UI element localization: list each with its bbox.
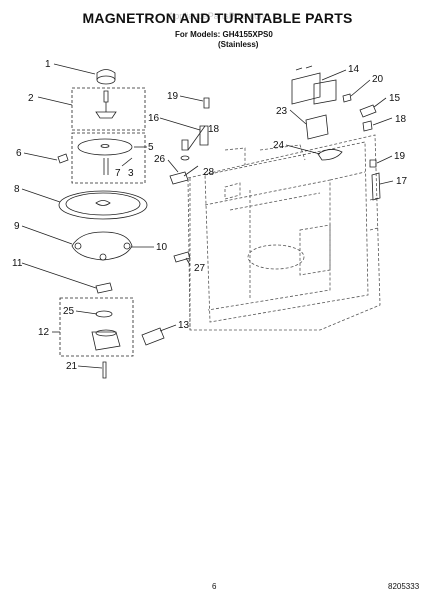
callout-25: 25 xyxy=(63,306,75,317)
callout-18-right: 18 xyxy=(395,114,407,125)
callout-23: 23 xyxy=(276,106,288,117)
part-24-blade xyxy=(317,149,343,161)
part-9-roller-ring xyxy=(71,231,133,261)
part-8-glass-tray xyxy=(58,190,148,220)
part-21-screw xyxy=(102,361,107,379)
callout-19-left: 19 xyxy=(167,91,179,102)
part-27-clip xyxy=(173,251,191,263)
group-box-magnetron xyxy=(71,87,146,131)
part-14-magnetron xyxy=(291,65,337,105)
callout-6: 6 xyxy=(16,148,22,159)
callout-12: 12 xyxy=(38,327,50,338)
part-26-clip xyxy=(169,171,189,185)
callout-11: 11 xyxy=(12,258,23,269)
callout-1: 1 xyxy=(45,59,51,70)
callout-18-left: 18 xyxy=(208,124,220,135)
leader-lines xyxy=(21,63,394,369)
page-title: MAGNETRON AND TURNTABLE PARTS xyxy=(82,10,353,26)
part-19-screw-top xyxy=(203,97,210,109)
part-18-screw xyxy=(181,139,189,151)
callout-26: 26 xyxy=(154,154,166,165)
watermark-text: AppliancePartsPros.com xyxy=(168,11,267,21)
microwave-cabinet-outline xyxy=(187,134,381,331)
part-11-coupler xyxy=(95,282,113,294)
part-16-bracket xyxy=(199,125,209,146)
callout-27: 27 xyxy=(194,263,206,274)
group-box-turntable-support xyxy=(71,132,146,184)
callout-labels: 1 2 3 5 6 7 8 9 10 11 12 13 14 15 16 17 … xyxy=(12,59,408,372)
callout-19-right: 19 xyxy=(394,151,406,162)
callout-8: 8 xyxy=(14,184,20,195)
part-17-bracket xyxy=(371,172,381,201)
part-6-clip xyxy=(57,153,69,164)
callout-20: 20 xyxy=(372,74,384,85)
callout-17: 17 xyxy=(396,176,408,187)
models-line: For Models: GH4155XPS0 xyxy=(175,30,273,39)
callout-28: 28 xyxy=(203,167,215,178)
callout-16: 16 xyxy=(148,113,160,124)
callout-15: 15 xyxy=(389,93,401,104)
part-18-screw-right xyxy=(362,120,373,132)
group-box-turntable-motor xyxy=(59,297,134,357)
part-18-washer xyxy=(180,155,190,161)
part-19-screw-right xyxy=(369,159,377,168)
callout-9: 9 xyxy=(14,221,20,232)
callout-2: 2 xyxy=(28,93,34,104)
callout-14: 14 xyxy=(348,64,360,75)
callout-5: 5 xyxy=(148,142,154,153)
callout-10: 10 xyxy=(156,242,168,253)
document-code: 8205333 xyxy=(388,582,420,591)
part-2-coupler xyxy=(95,90,117,119)
callout-21: 21 xyxy=(66,361,78,372)
part-13-bracket xyxy=(141,327,165,346)
callout-7: 7 xyxy=(115,168,121,179)
page-number: 6 xyxy=(212,582,217,591)
finish-line: (Stainless) xyxy=(218,40,259,49)
part-3-support-plate xyxy=(77,138,133,175)
part-12-turntable-motor xyxy=(91,310,121,351)
callout-24: 24 xyxy=(273,140,285,151)
part-20-screw xyxy=(342,93,352,103)
callout-3: 3 xyxy=(128,168,134,179)
part-15-clip xyxy=(359,104,377,118)
callout-13: 13 xyxy=(178,320,190,331)
part-1-cap xyxy=(96,69,116,85)
part-23-plate xyxy=(305,114,329,140)
